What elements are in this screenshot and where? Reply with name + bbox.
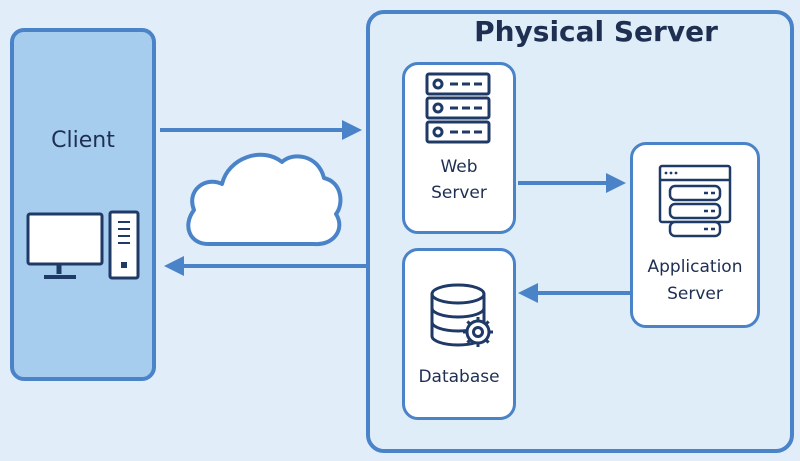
desktop-computer-icon <box>26 210 140 280</box>
cloud-icon <box>186 152 343 247</box>
database-label: Database <box>418 367 500 387</box>
server-rack-icon <box>425 72 491 144</box>
physical-server-title: Physical Server <box>474 15 718 48</box>
database-gear-icon <box>430 283 493 347</box>
application-server-label-line2: Server <box>667 284 723 304</box>
web-server-label-line1: Web <box>440 157 478 177</box>
web-server-label-line2: Server <box>431 183 487 203</box>
application-server-icon <box>658 164 732 238</box>
client-label: Client <box>51 128 115 153</box>
client-panel <box>10 28 156 381</box>
application-server-label-line1: Application <box>647 257 743 277</box>
